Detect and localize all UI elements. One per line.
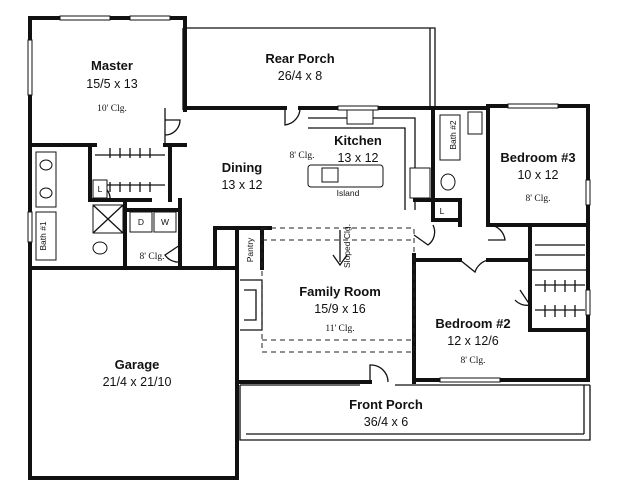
interior-walls [28,104,590,384]
master-dims: 15/5 x 13 [86,77,137,91]
sloped-ceiling-label: Sloped Clg. [342,224,352,268]
master-name: Master [91,58,133,73]
garage-name: Garage [115,357,160,372]
rear-porch-name: Rear Porch [265,51,334,66]
family-room-ceiling: 11' Clg. [325,324,354,334]
fireplace [240,279,263,331]
kitchen-fixtures [307,109,483,210]
kitchen-name: Kitchen [334,133,382,148]
laundry-ceiling: 8' Clg. [140,252,165,262]
family-room-ceiling-outline [261,227,415,353]
bedroom2-name: Bedroom #2 [435,316,510,331]
rear-porch-dims: 26/4 x 8 [278,69,323,83]
sloped-arrow [332,230,348,267]
dryer-label: D [138,217,144,227]
front-porch-dims: 36/4 x 6 [364,415,409,429]
kitchen-dims: 13 x 12 [337,151,378,165]
bedroom3-dims: 10 x 12 [517,168,558,182]
windows [27,15,591,383]
master-ceiling: 10' Clg. [97,104,127,114]
family-room-dims: 15/9 x 16 [314,302,365,316]
master-bath-fixtures [35,151,124,261]
closet-hatching [95,148,585,317]
bedroom3-name: Bedroom #3 [500,150,575,165]
washer-label: W [161,217,169,227]
linen-label-hall: L [440,206,445,216]
bedroom2-dims: 12 x 12/6 [447,334,498,348]
family-room-name: Family Room [299,284,381,299]
bath1-label: Bath #1 [38,221,48,251]
kitchen-ceiling: 8' Clg. [290,151,315,161]
dining-dims: 13 x 12 [221,178,262,192]
island-label: Island [337,188,360,198]
bath2-label: Bath #2 [448,120,458,150]
bedroom3-ceiling: 8' Clg. [526,194,551,204]
bedroom2-ceiling: 8' Clg. [461,356,486,366]
pantry-label: Pantry [245,237,255,262]
front-porch-outline [239,384,591,441]
front-porch-name: Front Porch [349,397,423,412]
linen-label-master: L [98,184,103,194]
garage-dims: 21/4 x 21/10 [103,375,172,389]
dining-name: Dining [222,160,262,175]
laundry-fixtures [129,211,177,233]
